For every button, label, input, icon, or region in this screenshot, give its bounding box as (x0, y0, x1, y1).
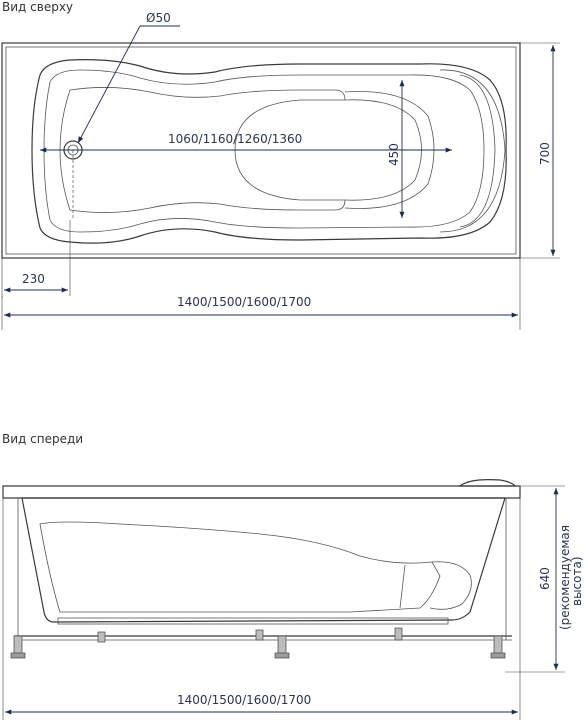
top-outer-length-label: 1400/1500/1600/1700 (177, 295, 311, 309)
inner-width-dimension: 450 (387, 80, 405, 219)
leg-left (10, 635, 26, 659)
front-view-bathtub (2, 479, 521, 625)
inner-length-dimension: 1060/1160/1260/1360 (40, 132, 452, 153)
front-outer-length-dimension: 1400/1500/1600/1700 (2, 498, 521, 720)
drain-diameter-callout: Ø50 (77, 11, 180, 144)
inner-length-label: 1060/1160/1260/1360 (168, 132, 302, 146)
height-label: 640 (538, 567, 552, 590)
top-view-bathtub (1, 42, 521, 259)
top-outer-length-dimension: 1400/1500/1600/1700 (1, 258, 521, 330)
drain-offset-label: 230 (22, 272, 45, 286)
leg-middle (255, 629, 290, 659)
support-frame (10, 498, 512, 659)
top-view-caption: Вид сверху (2, 0, 73, 14)
outer-width-label: 700 (538, 142, 552, 165)
height-note-line2: высота) (570, 556, 584, 606)
drain-offset-dimension: 230 (1, 220, 71, 298)
leg-middle-right (394, 627, 403, 641)
leg-right (490, 635, 506, 659)
height-note-line1: (рекомендуемая (558, 525, 572, 630)
height-dimension: 640 (рекомендуемая высота) (505, 485, 584, 673)
inner-width-label: 450 (387, 143, 401, 166)
outer-width-dimension: 700 (520, 42, 560, 259)
drain-diameter-label: Ø50 (146, 11, 171, 25)
front-outer-length-label: 1400/1500/1600/1700 (177, 693, 311, 707)
front-view-caption: Вид спереди (2, 432, 83, 446)
leg-middle-left (97, 631, 106, 643)
